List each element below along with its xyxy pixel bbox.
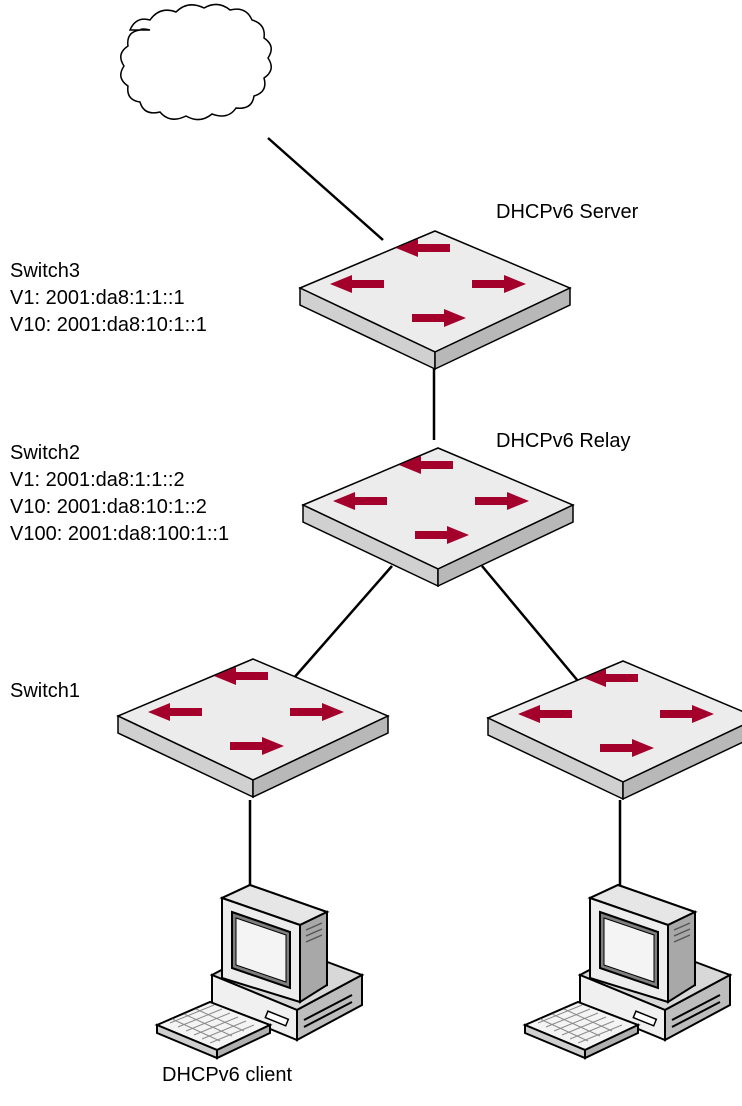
switch3-info: Switch3 V1: 2001:da8:1:1::1 V10: 2001:da… [10,258,207,339]
workstation-client2-icon [524,884,731,1059]
cloud-icon [120,3,272,121]
link-switch2-switch4 [481,565,579,682]
switch1-icon [117,658,389,798]
switch3-v1-address: V1: 2001:da8:1:1::1 [10,287,185,309]
switch2-v100-address: V100: 2001:da8:100:1::1 [10,523,230,545]
switch2-info: Switch2 V1: 2001:da8:1:1::2 V10: 2001:da… [10,440,229,548]
switch3-name: Switch3 [10,260,81,282]
client-role-label: DHCPv6 client [162,1064,293,1086]
switch2-name: Switch2 [10,442,81,464]
relay-role-label: DHCPv6 Relay [496,430,631,452]
switch1-name: Switch1 [10,680,81,702]
switch3-icon [299,230,571,370]
switch2-v10-address: V10: 2001:da8:10:1::2 [10,496,207,518]
workstation-client1-icon [156,884,363,1059]
switch2-v1-address: V1: 2001:da8:1:1::2 [10,469,185,491]
switch4-icon [487,660,742,800]
link-cloud-switch3 [267,137,384,241]
link-switch2-switch1 [292,565,393,680]
server-role-label: DHCPv6 Server [496,201,639,223]
switch3-v10-address: V10: 2001:da8:10:1::1 [10,314,207,336]
switch2-icon [302,447,574,587]
connection-lines [248,137,622,888]
